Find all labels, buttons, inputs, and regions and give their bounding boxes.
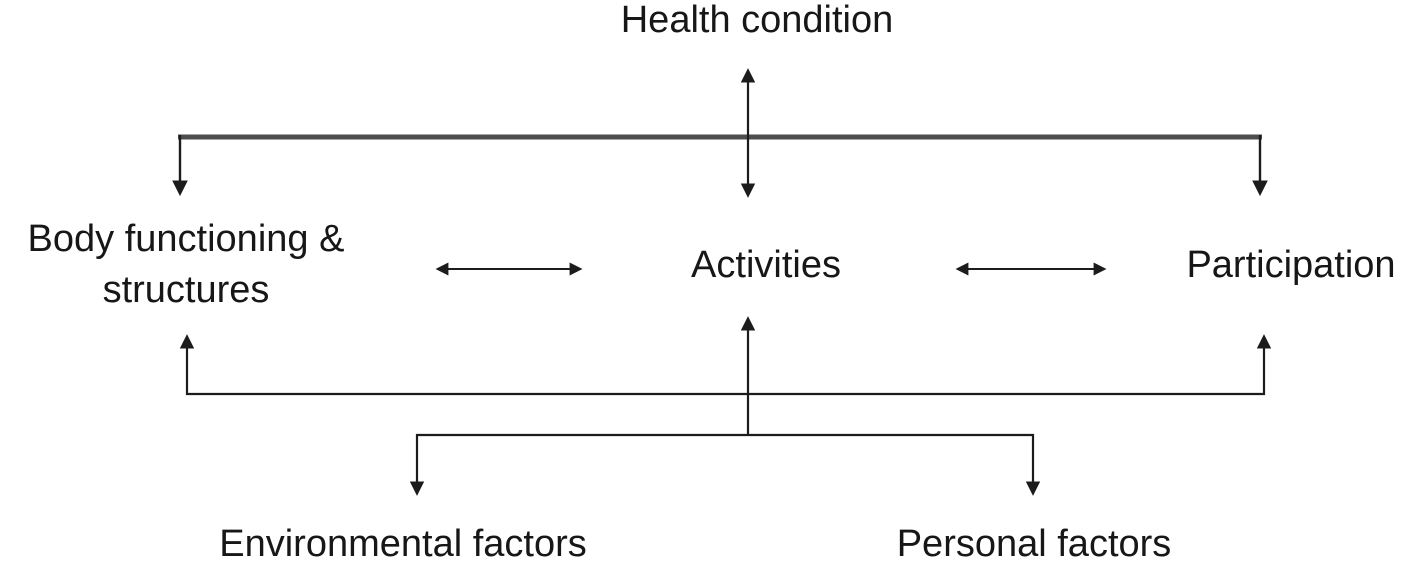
node-health-condition: Health condition — [620, 0, 894, 41]
node-body-functioning-line1: Body functioning & — [27, 218, 345, 260]
contextual-bar-upper — [179, 334, 1272, 396]
node-participation: Participation — [1186, 244, 1396, 286]
node-activities: Activities — [691, 244, 841, 286]
node-body-functioning: Body functioning & structures — [28, 214, 345, 317]
node-environmental-factors: Environmental factors — [219, 523, 587, 565]
node-personal-factors: Personal factors — [896, 523, 1172, 565]
contextual-bar-lower — [409, 433, 1041, 496]
node-body-functioning-line2: structures — [102, 269, 270, 312]
